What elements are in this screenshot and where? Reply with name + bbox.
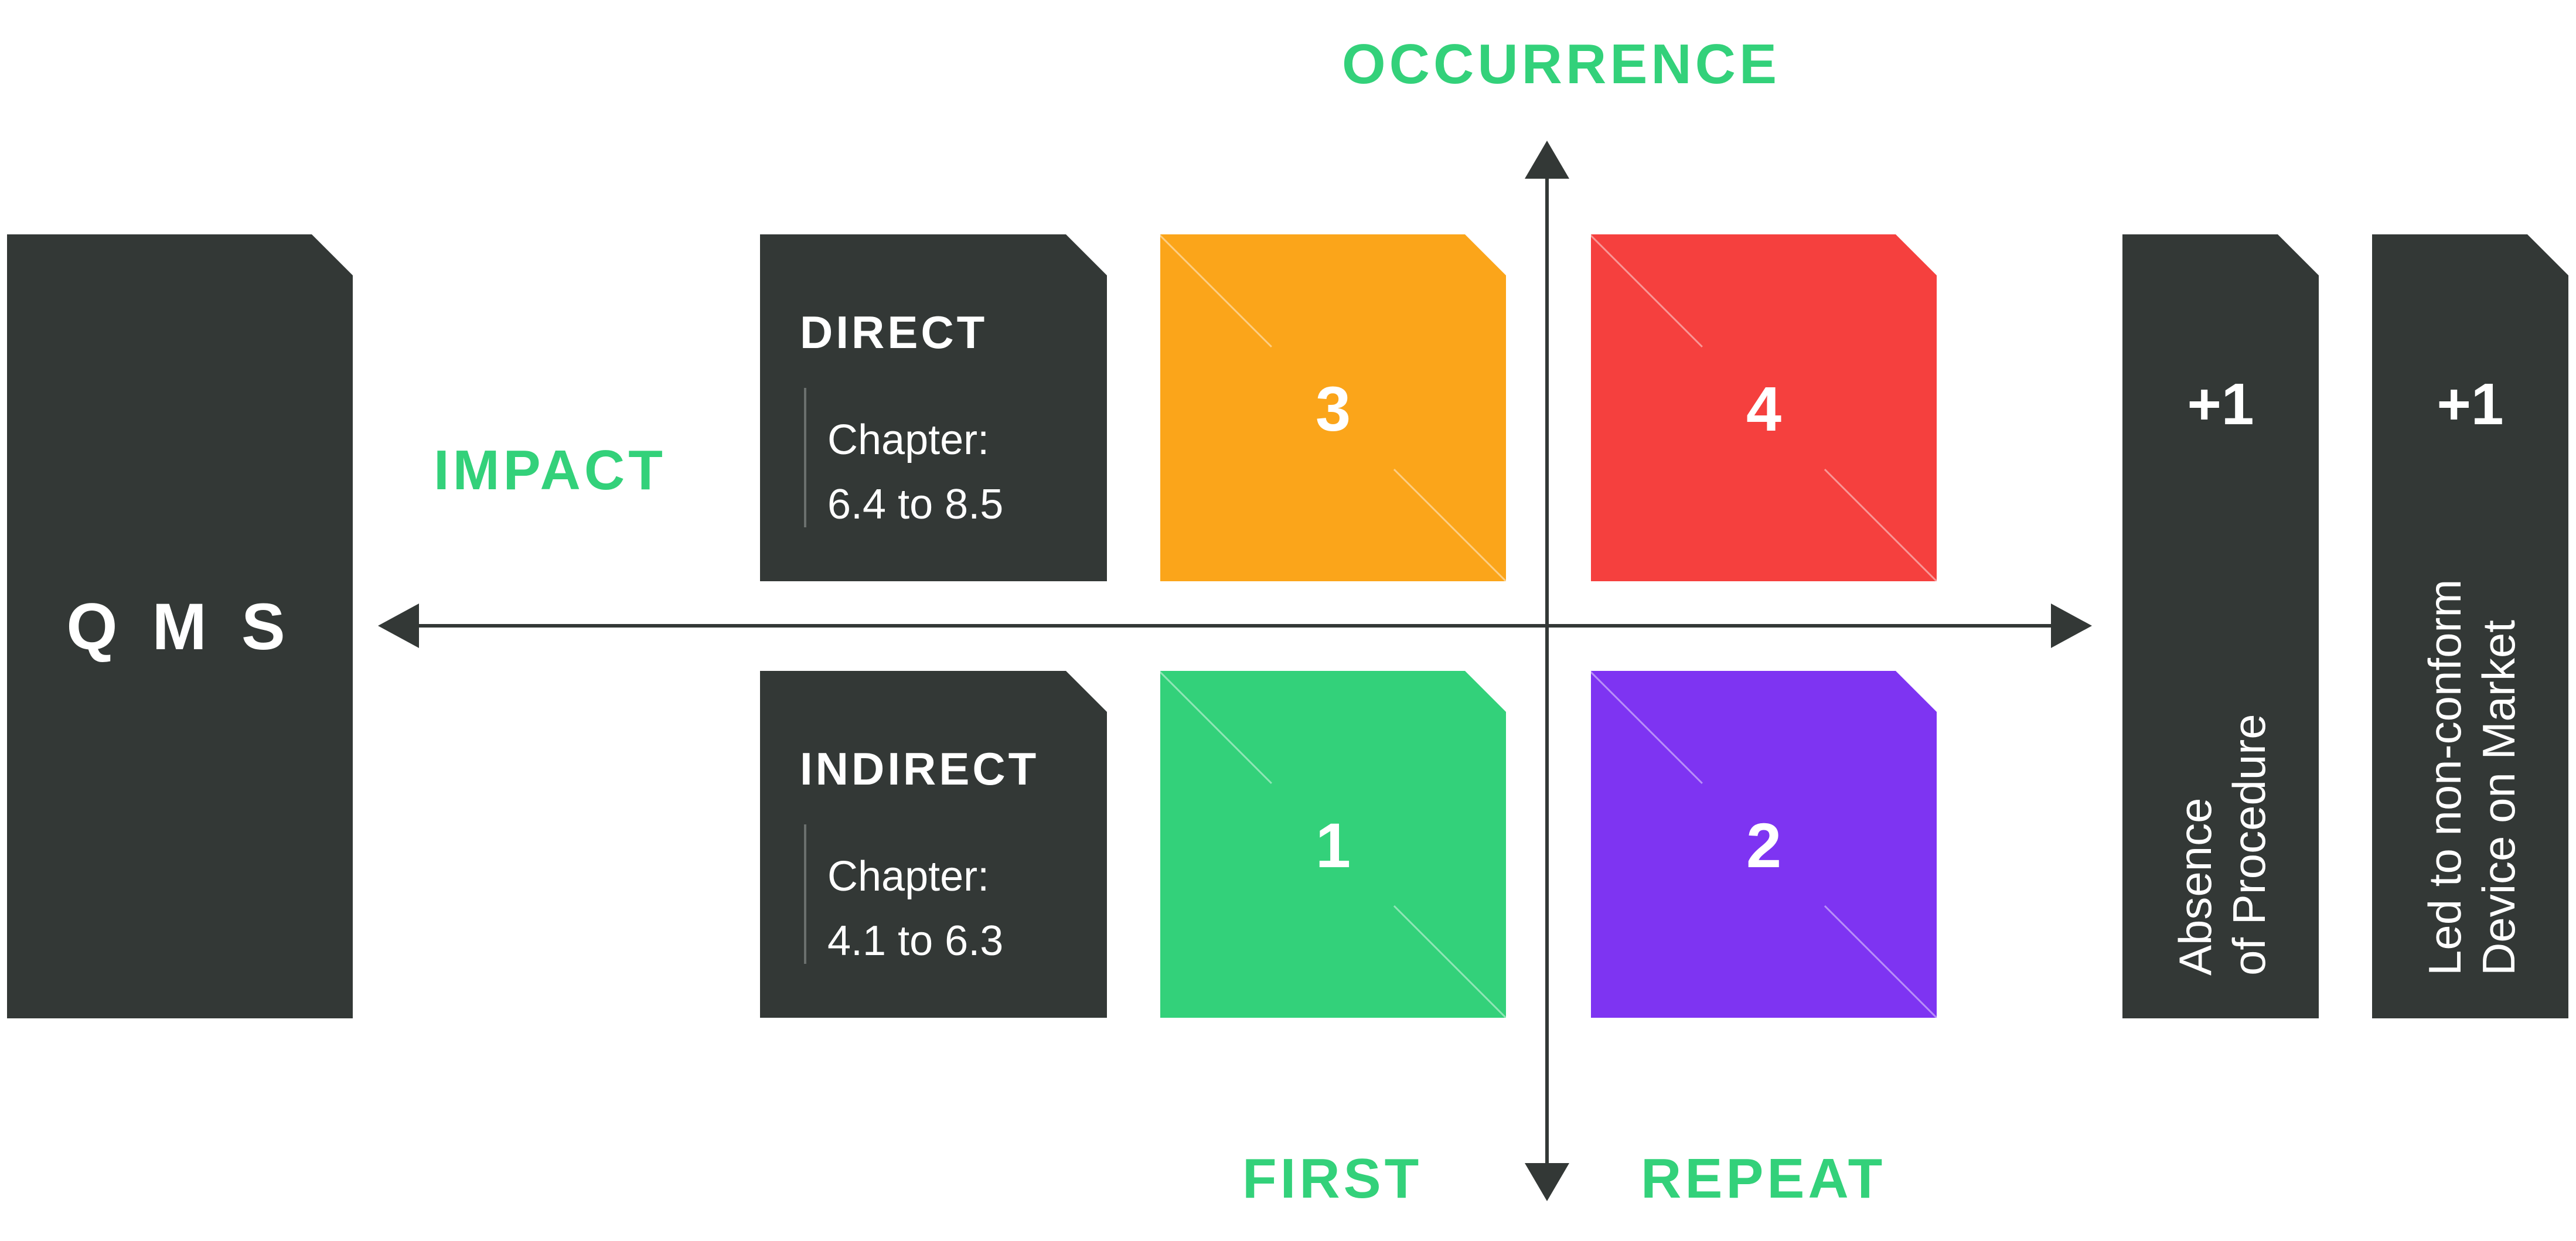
modifier-value: +1 <box>2187 371 2254 437</box>
modifier-absence-of-procedure: +1 Absence of Procedure <box>2122 234 2319 1018</box>
quadrant-direct-first: 3 <box>1160 234 1506 581</box>
qms-block: Q M S <box>7 234 353 1018</box>
quadrant-diagonal-top <box>1159 671 1272 784</box>
indirect-divider <box>804 824 806 964</box>
direct-chapter-range: 6.4 to 8.5 <box>827 481 1004 528</box>
indirect-chapter-range: 4.1 to 6.3 <box>827 918 1004 964</box>
indirect-chapter-label: Chapter: <box>827 853 990 900</box>
axis-arrow-left <box>378 604 419 648</box>
axis-arrow-right <box>2051 604 2092 648</box>
repeat-label: REPEAT <box>1641 1147 1886 1210</box>
quadrant-value: 2 <box>1746 810 1782 881</box>
direct-title: DIRECT <box>800 306 988 358</box>
modifier-nonconform-device: +1 Led to non-conform Device on Market <box>2372 234 2568 1018</box>
direct-chapter-label: Chapter: <box>827 417 990 463</box>
direct-divider <box>804 388 806 527</box>
quadrant-direct-repeat: 4 <box>1591 234 1937 581</box>
quadrant-diagonal-top <box>1590 234 1703 347</box>
quadrant-diagonal-bottom <box>1824 905 1937 1018</box>
quadrant-diagonal-bottom <box>1393 469 1507 582</box>
quadrant-value: 3 <box>1315 373 1351 444</box>
modifier-text-line1: Led to non-conform <box>2419 579 2471 976</box>
axis-arrow-down <box>1525 1163 1569 1201</box>
modifier-text-line2: Device on Market <box>2473 620 2524 976</box>
modifier-text-line2: of Procedure <box>2223 714 2275 976</box>
quadrant-indirect-first: 1 <box>1160 671 1506 1018</box>
quadrant-diagonal-top <box>1159 234 1272 347</box>
qms-label: Q M S <box>66 590 294 663</box>
quadrant-indirect-repeat: 2 <box>1591 671 1937 1018</box>
modifier-value: +1 <box>2437 371 2504 437</box>
quadrant-diagonal-top <box>1590 671 1703 784</box>
occurrence-label: OCCURRENCE <box>1342 33 1781 96</box>
modifier-text: Absence of Procedure <box>2168 714 2276 976</box>
modifier-text: Led to non-conform Device on Market <box>2418 579 2526 976</box>
quadrant-value: 4 <box>1746 373 1782 444</box>
first-label: FIRST <box>1242 1147 1423 1210</box>
quadrant-diagonal-bottom <box>1393 905 1507 1018</box>
modifier-text-line1: Absence <box>2169 797 2221 976</box>
quadrant-value: 1 <box>1315 810 1351 881</box>
impact-label: IMPACT <box>434 439 666 502</box>
quadrant-diagonal-bottom <box>1824 469 1937 582</box>
indirect-impact-box: INDIRECT Chapter: 4.1 to 6.3 <box>760 671 1107 1018</box>
indirect-title: INDIRECT <box>800 743 1040 795</box>
axis-arrow-up <box>1525 141 1569 179</box>
direct-impact-box: DIRECT Chapter: 6.4 to 8.5 <box>760 234 1107 581</box>
